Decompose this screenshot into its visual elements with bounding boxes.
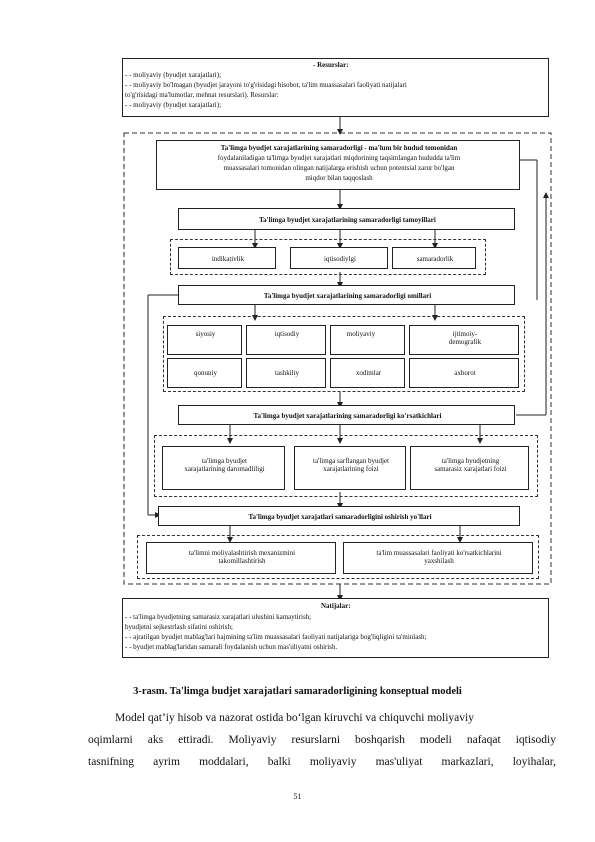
paragraph-line: oqimlarni aks ettiradi. Moliyaviy resurs… xyxy=(88,734,556,746)
factor-item: ijtimoiy- demografik xyxy=(409,325,519,355)
paragraph-line: Model qat’iy hisob va nazorat ostida bo‘… xyxy=(115,712,474,724)
factor-label: qonuniy xyxy=(194,369,217,377)
factor-item: axborot xyxy=(409,358,519,388)
page-number: 51 xyxy=(293,792,302,801)
factor-item: siyosiy xyxy=(167,325,242,355)
ways-group xyxy=(137,535,539,579)
factor-label: siyosiy xyxy=(195,330,216,338)
resources-line: - - moliyaviy bo'lmagan (byudjet jarayon… xyxy=(125,81,407,89)
way-label: ta'limni moliyalashtirish mexanizmini ta… xyxy=(188,549,296,565)
factor-label: tashkiliy xyxy=(274,369,300,377)
factors-title-box: Ta'limga byudjet xarajatlarining samarad… xyxy=(178,285,515,305)
factor-label: moliyaviy xyxy=(346,330,376,338)
principle-item: samaradorlik xyxy=(392,247,476,269)
principle-label: iqtisodiylgi xyxy=(324,255,356,263)
factor-item: qonuniy xyxy=(167,358,242,388)
definition-line: Ta'limga byudjet xarajatlarining samarad… xyxy=(220,144,458,152)
results-line: byudjetni sejkestrlash sifatini oshirish… xyxy=(125,623,233,631)
indicator-label: ta'limga byudjetning samarasiz xarajatla… xyxy=(434,457,507,473)
indicator-item: ta'limga byudjet xarajatlarining daromad… xyxy=(162,446,285,490)
principle-item: indikativlik xyxy=(178,247,276,269)
factor-item: tashkiliy xyxy=(246,358,326,388)
resources-line: - - moliyaviy (byudjet xarajatlari); xyxy=(125,71,222,79)
principles-title: Ta'limga byudjet xarajatlarining samarad… xyxy=(259,216,436,224)
figure-caption: 3-rasm. Ta'limga budjet xarajatlari sama… xyxy=(133,686,462,697)
indicators-title-box: Ta'limga byudjet xarajatlarining samarad… xyxy=(178,405,515,425)
factor-item: iqtisodiy xyxy=(246,325,326,355)
results-box: Natijalar: - - ta'limga byudjetning sama… xyxy=(122,598,549,658)
way-item: ta'lim muassasalari faoliyati ko'rsatkic… xyxy=(343,542,533,574)
way-label: ta'lim muassasalari faoliyati ko'rsatkic… xyxy=(376,549,502,565)
ways-title-box: Ta'limga byudjet xarajatlari samaradorli… xyxy=(158,506,520,526)
resources-title: - Resurslar: xyxy=(313,61,349,69)
results-title: Natijalar: xyxy=(321,602,351,610)
factors-title: Ta'limga byudjet xarajatlarining samarad… xyxy=(263,292,432,300)
principles-title-box: Ta'limga byudjet xarajatlarining samarad… xyxy=(178,208,515,230)
factor-label: axborot xyxy=(454,369,476,377)
factor-item: xodimlar xyxy=(330,358,405,388)
principle-label: indikativlik xyxy=(211,255,245,263)
resources-box: - Resurslar: - - moliyaviy (byudjet xara… xyxy=(122,58,549,117)
definition-line: miqdor bilan taqqoslash xyxy=(305,174,373,182)
indicator-label: ta'limga byudjet xarajatlarining daromad… xyxy=(184,457,265,473)
indicator-item: ta'limga byudjetning samarasiz xarajatla… xyxy=(410,446,529,490)
factor-item: moliyaviy xyxy=(330,325,405,355)
way-item: ta'limni moliyalashtirish mexanizmini ta… xyxy=(146,542,336,574)
definition-line: foydalaniladigan ta'limga byudjet xaraja… xyxy=(217,154,461,162)
ways-title: Ta'limga byudjet xarajatlari samaradorli… xyxy=(248,513,432,521)
definition-line: muassasalari tomonidan olingan natijalar… xyxy=(223,164,455,172)
factor-label: ijtimoiy- demografik xyxy=(448,330,482,346)
resources-line: to'g'risidagi ma'lumotlar, mehnat resurs… xyxy=(125,91,279,99)
principle-label: samaradorlik xyxy=(416,255,454,263)
indicator-label: ta'limga sarflangan byudjet xarajatlarin… xyxy=(313,457,389,473)
resources-line: - - moliyaviy (byudjet xarajatlari); xyxy=(125,101,222,109)
principle-item: iqtisodiylgi xyxy=(290,247,388,269)
results-line: - - ta'limga byudjetning samarasiz xaraj… xyxy=(125,613,312,621)
indicators-title: Ta'limga byudjet xarajatlarining samarad… xyxy=(253,412,442,420)
indicator-item: ta'limga sarflangan byudjet xarajatlarin… xyxy=(294,446,406,490)
factors-group xyxy=(163,316,525,392)
indicators-group xyxy=(154,435,538,497)
definition-box: Ta'limga byudjet xarajatlarining samarad… xyxy=(156,140,520,190)
paragraph-line: tasnifning ayrim moddalari, balki moliya… xyxy=(88,756,556,768)
results-line: - - byudjet mablag'laridan samarali foyd… xyxy=(125,643,338,651)
results-line: - - ajratilgan byudjet mablag'lari hajmi… xyxy=(125,633,427,641)
principles-group xyxy=(170,239,486,275)
factor-label: xodimlar xyxy=(355,369,382,377)
factor-label: iqtisodiy xyxy=(274,330,300,338)
